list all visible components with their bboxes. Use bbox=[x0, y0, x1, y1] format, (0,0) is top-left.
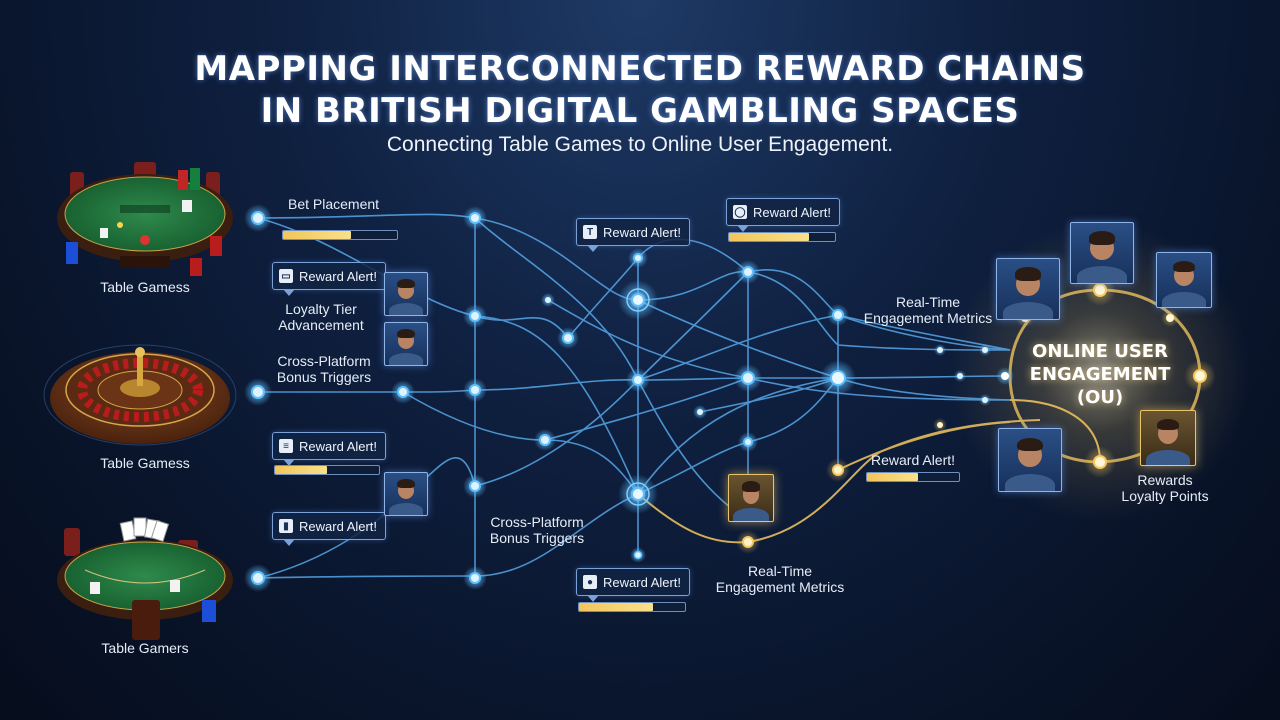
node bbox=[628, 248, 648, 268]
node bbox=[244, 204, 272, 232]
node bbox=[463, 206, 487, 230]
trophy-icon: T bbox=[583, 225, 597, 239]
node bbox=[391, 380, 415, 404]
node bbox=[736, 260, 760, 284]
hub-line-2: ENGAGEMENT bbox=[1029, 364, 1171, 385]
shield-icon: ◯ bbox=[733, 205, 747, 219]
user-avatar bbox=[728, 474, 774, 522]
node bbox=[820, 360, 856, 396]
hub-label: ONLINE USER ENGAGEMENT (OU) bbox=[1010, 340, 1190, 409]
node bbox=[463, 566, 487, 590]
node bbox=[934, 344, 946, 356]
reward-alert-right-progress bbox=[866, 472, 960, 482]
label-realtime-metrics-2: Real-Time Engagement Metrics bbox=[715, 563, 845, 595]
bet-placement-progress bbox=[282, 230, 398, 240]
online-user-avatar bbox=[998, 428, 1062, 492]
person-icon: ▮ bbox=[279, 519, 293, 533]
title-line-1: MAPPING INTERCONNECTED REWARD CHAINS bbox=[194, 49, 1086, 89]
node bbox=[618, 474, 658, 514]
reward-alert-bubble[interactable]: ●Reward Alert! bbox=[576, 568, 691, 602]
user-avatar bbox=[384, 322, 428, 366]
node bbox=[244, 564, 272, 592]
node bbox=[1084, 446, 1116, 478]
reward-alert-bubble[interactable]: ◯Reward Alert! bbox=[726, 198, 841, 232]
poker-table-icon bbox=[57, 162, 233, 276]
node bbox=[933, 418, 947, 432]
blue-nodes bbox=[244, 204, 1014, 592]
node bbox=[557, 327, 579, 349]
node bbox=[738, 432, 758, 452]
label-loyalty-tier: Loyalty Tier Advancement bbox=[278, 301, 364, 333]
node bbox=[693, 405, 707, 419]
node bbox=[630, 547, 646, 563]
label-cross-platform-1: Cross-Platform Bonus Triggers bbox=[276, 353, 372, 385]
node bbox=[996, 367, 1014, 385]
node bbox=[1184, 360, 1216, 392]
label-reward-alert-right: Reward Alert! bbox=[871, 452, 956, 468]
node bbox=[826, 458, 850, 482]
hub-line-3: (OU) bbox=[1076, 387, 1124, 408]
node bbox=[541, 293, 555, 307]
reward-alert-bubble[interactable]: ≡Reward Alert! bbox=[272, 432, 387, 466]
node bbox=[1161, 309, 1179, 327]
reward-alert-bubble[interactable]: ▭Reward Alert! bbox=[272, 262, 387, 296]
node bbox=[244, 378, 272, 406]
node bbox=[827, 304, 849, 326]
top-right-bubble-progress bbox=[728, 232, 836, 242]
label-cross-platform-2: Cross-Platform Bonus Triggers bbox=[489, 514, 585, 546]
source-label-blackjack: Table Gamers bbox=[101, 640, 189, 656]
online-user-avatar bbox=[1140, 410, 1196, 466]
chip-icon: ≡ bbox=[279, 439, 293, 453]
user-avatar bbox=[384, 472, 428, 516]
hub-line-1: ONLINE USER bbox=[1032, 341, 1168, 362]
label-bet-placement: Bet Placement bbox=[288, 196, 380, 212]
label-realtime-metrics-1: Real-Time Engagement Metrics bbox=[863, 294, 993, 326]
mid-left-progress bbox=[274, 465, 380, 475]
user-avatar bbox=[384, 272, 428, 316]
source-label-roulette: Table Gamess bbox=[100, 455, 190, 471]
node bbox=[954, 370, 966, 382]
node bbox=[734, 364, 762, 392]
node bbox=[979, 394, 991, 406]
reward-alert-bubble[interactable]: ▮Reward Alert! bbox=[272, 512, 387, 546]
coin-icon: ● bbox=[583, 575, 597, 589]
node bbox=[534, 429, 556, 451]
node bbox=[463, 378, 487, 402]
title-line-2: IN BRITISH DIGITAL GAMBLING SPACES bbox=[260, 91, 1020, 131]
node bbox=[463, 304, 487, 328]
bottom-center-progress bbox=[578, 602, 686, 612]
page-subtitle: Connecting Table Games to Online User En… bbox=[386, 133, 894, 156]
roulette-wheel-icon bbox=[43, 344, 237, 446]
online-user-avatar bbox=[996, 258, 1060, 320]
node bbox=[736, 530, 760, 554]
node bbox=[463, 474, 487, 498]
node bbox=[979, 344, 991, 356]
page-title: MAPPING INTERCONNECTED REWARD CHAINS IN … bbox=[0, 48, 1280, 132]
blackjack-table-icon bbox=[57, 517, 233, 640]
card-icon: ▭ bbox=[279, 269, 293, 283]
node bbox=[626, 368, 650, 392]
online-user-avatar bbox=[1156, 252, 1212, 308]
node bbox=[618, 280, 658, 320]
online-user-avatar bbox=[1070, 222, 1134, 284]
label-rewards-loyalty: Rewards Loyalty Points bbox=[1121, 472, 1209, 504]
source-label-poker: Table Gamess bbox=[100, 279, 190, 295]
